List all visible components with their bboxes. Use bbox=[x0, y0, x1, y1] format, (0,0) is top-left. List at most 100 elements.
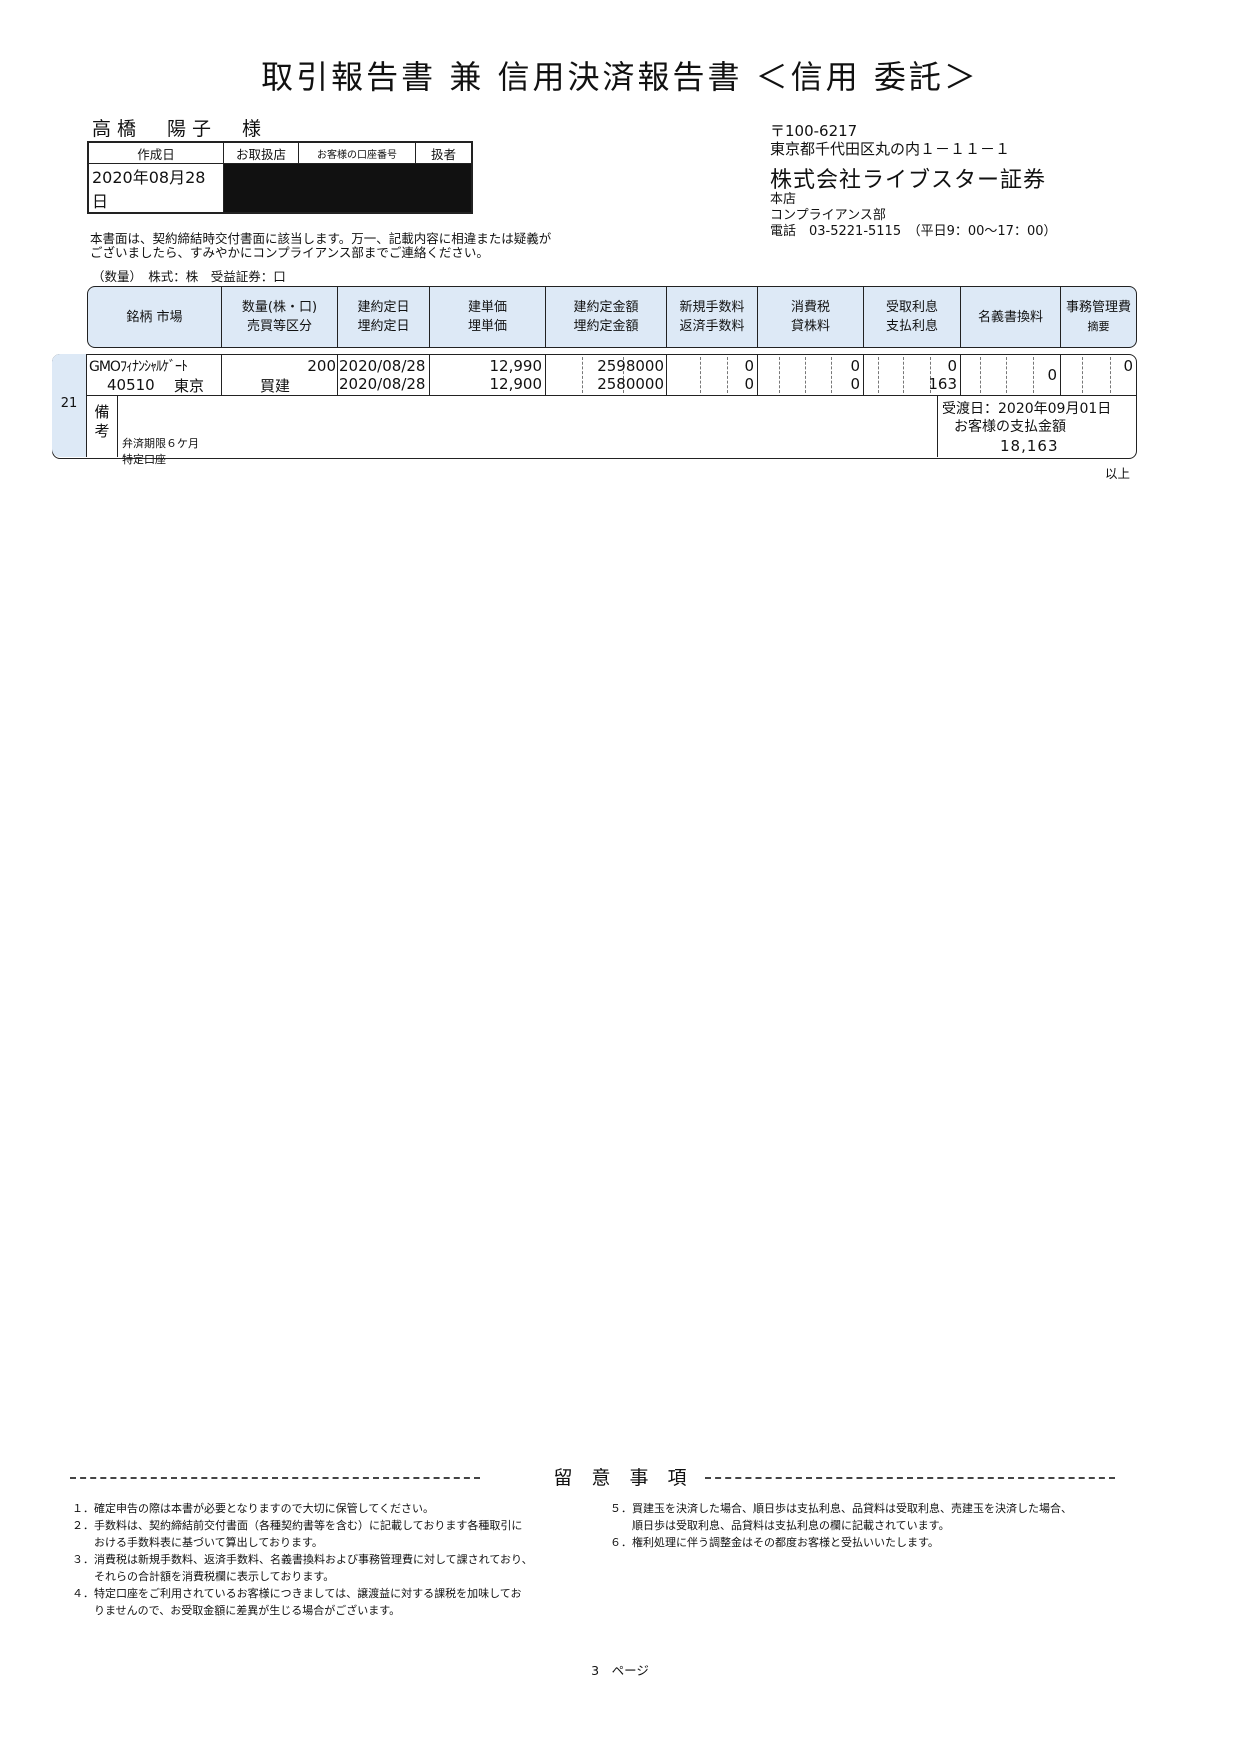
digit-separator bbox=[1110, 357, 1111, 393]
note-item: それらの合計額を消費税欄に表示しております。 bbox=[72, 1570, 335, 1583]
col-label: 埋約定日 bbox=[357, 319, 410, 334]
cell-divider bbox=[545, 355, 546, 395]
lending-fee: 0 bbox=[850, 375, 860, 393]
col-interest: 受取利息支払利息 bbox=[864, 287, 961, 347]
payment-total: 18,163 bbox=[1000, 437, 1059, 455]
digit-separator bbox=[582, 357, 583, 393]
col-label: 返済手数料 bbox=[679, 319, 745, 334]
market-name: 東京 bbox=[174, 377, 205, 395]
tax-value: 0 bbox=[850, 357, 860, 375]
trade-type: 買建 bbox=[260, 377, 291, 395]
remarks-label: 備考 bbox=[94, 403, 110, 440]
company-contact-block: 本店 コンプライアンス部 電話 03-5221-5115 （平日9：00～17：… bbox=[770, 192, 1057, 240]
delivery-date: 受渡日：2020年09月01日 bbox=[942, 401, 1112, 417]
end-mark: 以上 bbox=[1105, 466, 1131, 481]
note-item: おける手数料表に基づいて算出しております。 bbox=[72, 1536, 323, 1549]
quantity-unit-note: （数量） 株式：株 受益証券：口 bbox=[92, 269, 286, 284]
cell-divider bbox=[937, 395, 938, 457]
trade-table-header: 銘柄 市場 数量(株・口) 売買等区分 建約定日埋約定日 建単価埋単価 建約定金額… bbox=[87, 286, 1137, 348]
cell-divider bbox=[863, 355, 864, 395]
notice-text: 本書面は、契約締結時交付書面に該当します。万一、記載内容に相違または疑義が ござ… bbox=[90, 232, 551, 260]
cell-divider bbox=[221, 355, 222, 395]
cell-divider bbox=[117, 395, 118, 457]
quantity-value: 200 bbox=[307, 357, 336, 375]
notes-dash-left bbox=[70, 1477, 480, 1479]
col-label: 支払利息 bbox=[885, 319, 938, 334]
created-date-label: 作成日 bbox=[88, 142, 224, 164]
col-label: 埋単価 bbox=[467, 319, 507, 334]
remarks-text: 弁済期限６ケ月 特定口座 bbox=[122, 436, 199, 468]
col-label: 数量(株・口) bbox=[241, 300, 318, 315]
col-label: 受取利息 bbox=[885, 300, 938, 315]
col-label: 新規手数料 bbox=[679, 300, 745, 315]
created-date-value: 2020年08月28日 bbox=[88, 163, 224, 213]
account-number-label: お客様の口座番号 bbox=[298, 142, 416, 164]
digit-separator bbox=[700, 357, 701, 393]
customer-name: 高橋 陽子 様 bbox=[92, 118, 268, 140]
note-item: ５．買建玉を決済した場合、順日歩は支払利息、品貸料は受取利息、売建玉を決済した場… bbox=[610, 1502, 1072, 1515]
note-item: 順日歩は受取利息、品貸料は支払利息の欄に記載されています。 bbox=[610, 1519, 950, 1532]
row-number: 21 bbox=[52, 354, 87, 457]
cell-divider bbox=[960, 355, 961, 395]
close-date: 2020/08/28 bbox=[339, 375, 426, 393]
transfer-fee: 0 bbox=[1047, 366, 1057, 384]
cell-divider bbox=[757, 355, 758, 395]
remark-line: 弁済期限６ケ月 bbox=[122, 437, 199, 450]
notice-line: ございましたら、すみやかにコンプライアンス部までご連絡ください。 bbox=[90, 245, 489, 260]
delivery-info: 受渡日：2020年09月01日 お客様の支払金額 bbox=[942, 400, 1111, 436]
col-admin-fee: 事務管理費摘要 bbox=[1061, 287, 1136, 347]
new-fee: 0 bbox=[744, 357, 754, 375]
open-price: 12,990 bbox=[489, 357, 543, 375]
cell-divider bbox=[337, 355, 338, 395]
col-fees: 新規手数料返済手数料 bbox=[667, 287, 758, 347]
page-number: 3 ページ bbox=[591, 1663, 649, 1678]
cell-divider bbox=[1060, 355, 1061, 395]
company-address: 東京都千代田区丸の内１－１１－１ bbox=[770, 140, 1011, 158]
handler-label: 扱者 bbox=[415, 142, 472, 164]
admin-fee: 0 bbox=[1123, 357, 1133, 375]
col-quantity: 数量(株・口) 売買等区分 bbox=[222, 287, 338, 347]
cell-divider bbox=[429, 355, 430, 395]
col-label: 名義書換料 bbox=[977, 309, 1043, 325]
col-label: 建約定金額 bbox=[573, 300, 639, 315]
redacted-block bbox=[223, 163, 472, 213]
close-price: 12,900 bbox=[489, 375, 543, 393]
digit-separator bbox=[1006, 357, 1007, 393]
postal-code: 〒100-6217 bbox=[770, 122, 858, 140]
return-fee: 0 bbox=[744, 375, 754, 393]
payment-label: お客様の支払金額 bbox=[954, 419, 1066, 435]
digit-separator bbox=[727, 357, 728, 393]
company-name: 株式会社ライブスター証券 bbox=[770, 168, 1047, 193]
stock-name: GMOﾌｨﾅﾝｼｬﾙｹﾞｰﾄ bbox=[89, 359, 188, 375]
note-item: １．確定申告の際は本書が必要となりますので大切に保管してください。 bbox=[72, 1502, 435, 1515]
notes-left: １．確定申告の際は本書が必要となりますので大切に保管してください。 ２．手数料は… bbox=[72, 1500, 533, 1619]
document-title: 取引報告書 兼 信用決済報告書 ＜信用 委託＞ bbox=[261, 58, 979, 96]
col-stock-market: 銘柄 市場 bbox=[88, 287, 222, 347]
digit-separator bbox=[623, 357, 624, 393]
col-label: 事務管理費 bbox=[1065, 300, 1131, 315]
digit-separator bbox=[980, 357, 981, 393]
notes-title: 留 意 事 項 bbox=[553, 1467, 687, 1489]
notes-dash-right bbox=[705, 1477, 1115, 1479]
col-label: 貸株料 bbox=[790, 319, 830, 334]
note-item: りませんので、お受取金額に差異が生じる場合がございます。 bbox=[72, 1604, 401, 1617]
col-label: 建約定日 bbox=[357, 300, 410, 315]
cell-divider bbox=[666, 355, 667, 395]
col-label: 摘要 bbox=[1087, 320, 1110, 333]
open-amount: 2598000 bbox=[597, 357, 664, 375]
digit-separator bbox=[1033, 357, 1034, 393]
department-name: コンプライアンス部 bbox=[770, 208, 886, 223]
col-label: 埋約定金額 bbox=[573, 319, 639, 334]
col-label: 売買等区分 bbox=[246, 319, 312, 334]
row-divider bbox=[87, 395, 1137, 396]
col-amounts: 建約定金額埋約定金額 bbox=[546, 287, 667, 347]
digit-separator bbox=[779, 357, 780, 393]
open-date: 2020/08/28 bbox=[339, 357, 426, 375]
digit-separator bbox=[930, 357, 931, 393]
digit-separator bbox=[878, 357, 879, 393]
notice-line: 本書面は、契約締結時交付書面に該当します。万一、記載内容に相違または疑義が bbox=[90, 231, 552, 246]
col-prices: 建単価埋単価 bbox=[430, 287, 546, 347]
note-item: ６．権利処理に伴う調整金はその都度お客様と受払いいたします。 bbox=[610, 1536, 939, 1549]
digit-separator bbox=[1082, 357, 1083, 393]
digit-separator bbox=[831, 357, 832, 393]
